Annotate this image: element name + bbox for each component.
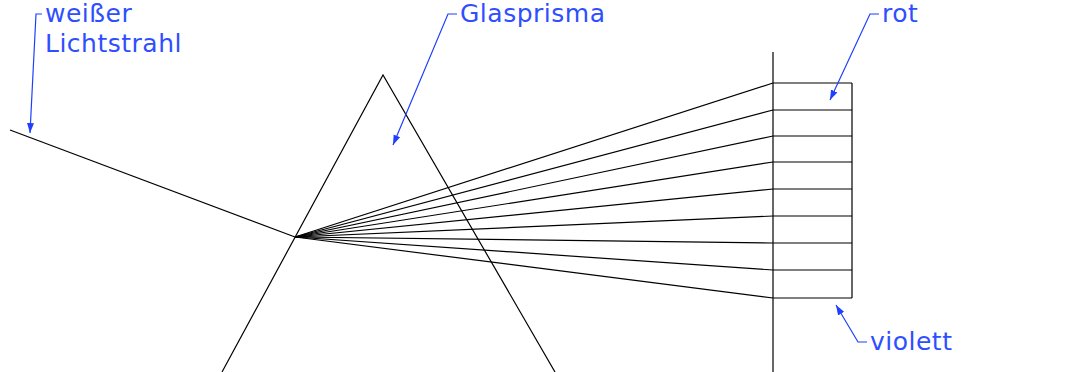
glass-prism bbox=[222, 75, 555, 372]
dispersed-rays bbox=[295, 83, 773, 298]
text-label: rot bbox=[882, 0, 918, 29]
leader-line bbox=[830, 14, 879, 100]
leader-line bbox=[393, 14, 457, 145]
screen bbox=[772, 52, 773, 372]
spectrum-bands bbox=[773, 83, 852, 298]
leader-line bbox=[30, 14, 42, 133]
text-label: Glasprisma bbox=[460, 0, 605, 29]
text-label: violett bbox=[870, 327, 952, 357]
white-light-ray bbox=[10, 130, 295, 237]
text-label: weißer Lichtstrahl bbox=[45, 0, 195, 59]
leader-line bbox=[836, 305, 867, 342]
